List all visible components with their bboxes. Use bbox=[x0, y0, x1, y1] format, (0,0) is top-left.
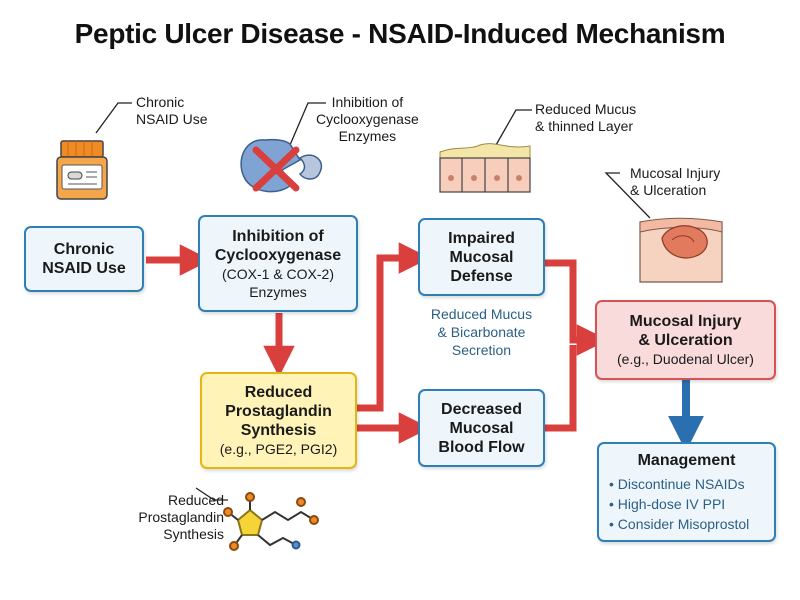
ulcer-tissue-icon bbox=[639, 217, 723, 283]
management-item: Discontinue NSAIDs bbox=[609, 474, 764, 494]
management-box: Management Discontinue NSAIDs High-dose … bbox=[597, 442, 776, 542]
annotation-mucus: Reduced Mucus & thinned Layer bbox=[535, 101, 637, 134]
annotation-pill: Chronic NSAID Use bbox=[136, 94, 208, 127]
enzyme-inhibited-icon bbox=[240, 138, 323, 193]
diagram-title: Peptic Ulcer Disease - NSAID-Induced Mec… bbox=[74, 18, 726, 49]
arrow-bloodflow-to-injury bbox=[545, 345, 577, 432]
annotation-ulcer: Mucosal Injury & Ulceration bbox=[630, 165, 721, 198]
leader-lines bbox=[95, 102, 651, 501]
management-title: Management bbox=[637, 452, 736, 469]
prostaglandin-molecule-icon bbox=[223, 492, 319, 551]
box-mucosal-injury: Mucosal Injury & Ulceration (e.g., Duode… bbox=[595, 300, 776, 380]
management-item: Consider Misoprostol bbox=[609, 514, 764, 534]
box-blood-flow: Decreased Mucosal Blood Flow bbox=[418, 389, 545, 467]
defense-note: Reduced Mucus & Bicarbonate Secretion bbox=[430, 306, 533, 358]
arrow-prostaglandin-to-defense bbox=[357, 242, 431, 412]
management-list: Discontinue NSAIDs High-dose IV PPI Cons… bbox=[609, 474, 764, 534]
flow-arrows bbox=[146, 242, 704, 452]
annotation-molecule: Reduced Prostaglandin Synthesis bbox=[138, 492, 224, 542]
box-nsaid-use: Chronic NSAID Use bbox=[24, 226, 144, 292]
mucosa-layer-icon bbox=[439, 143, 531, 193]
box-cox-inhibition: Inhibition of Cyclooxygenase (COX-1 & CO… bbox=[198, 215, 358, 312]
box-impaired-defense: Impaired Mucosal Defense bbox=[418, 218, 545, 296]
management-item: High-dose IV PPI bbox=[609, 494, 764, 514]
annotation-enzyme: Inhibition of Cyclooxygenase Enzymes bbox=[316, 94, 419, 144]
pill-bottle-icon bbox=[56, 140, 108, 200]
arrow-defense-to-injury bbox=[545, 259, 609, 356]
box-prostaglandin: Reduced Prostaglandin Synthesis (e.g., P… bbox=[200, 372, 357, 469]
